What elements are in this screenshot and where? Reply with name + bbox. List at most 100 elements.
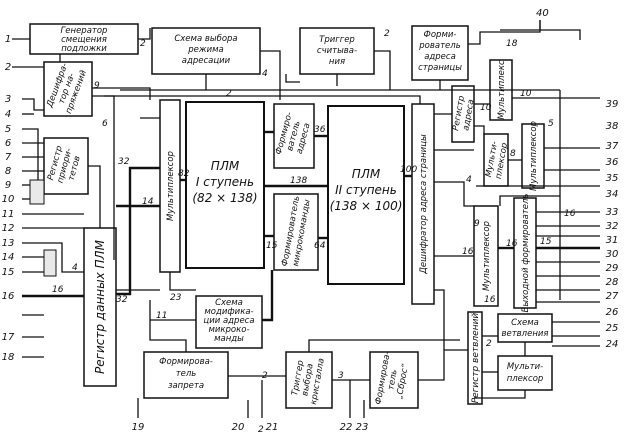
pin-label: 7 <box>5 152 12 163</box>
pin-label: 37 <box>606 141 619 152</box>
block-page-decoder: Дешифратор адреса страницы <box>411 103 435 305</box>
bus-label: 8 <box>510 149 516 159</box>
block-modification-line-2: модифика- <box>204 307 253 317</box>
block-branch-line-2: ветвления <box>501 329 548 339</box>
pin-label: 35 <box>606 173 619 184</box>
pin-label: 17 <box>2 332 15 343</box>
block-read-trigger: Триггер считыва- ния <box>299 27 375 75</box>
block-multiplexer-right-label: Мультиплексор <box>529 121 539 191</box>
pin-label: 24 <box>606 339 619 350</box>
bus-label: 16 <box>564 209 576 219</box>
pin-label: 30 <box>606 249 619 260</box>
block-priority-register: Регистр приори- тетов <box>43 137 89 195</box>
block-page-address-line-1: Форми- <box>424 30 457 40</box>
pin-label: 25 <box>606 323 619 334</box>
block-addressing-mode-line-2: режима <box>187 45 223 55</box>
bus-label: 4 <box>72 263 78 273</box>
connections <box>12 20 600 418</box>
bus-label: 32 <box>116 295 128 305</box>
bus-label: 4 <box>466 175 472 185</box>
block-multiplexer-2-label: Мультиплексор <box>482 221 492 291</box>
block-chip-select-trigger: Триггер выбора кристалла <box>285 351 333 409</box>
pin-label: 5 <box>5 124 11 135</box>
block-read-trigger-line-1: Триггер <box>319 35 355 45</box>
pin-label: 31 <box>606 235 619 246</box>
input-markers <box>29 179 57 277</box>
bus-label: 2 <box>258 425 264 435</box>
bus-labels: 16 32 32 14 82 138 100 36 64 15 23 11 9 … <box>52 29 576 435</box>
bus-label: 32 <box>118 157 130 167</box>
pin-label: 16 <box>2 291 15 302</box>
pin-label: 38 <box>606 121 619 132</box>
pin-label: 3 <box>5 94 11 105</box>
bus-label: 16 <box>484 295 496 305</box>
bus-label: 11 <box>156 311 167 321</box>
block-microcommand-former: Формирователь микрокоманды <box>273 193 319 271</box>
block-branch-line-1: Схема <box>511 318 539 328</box>
bus-label: 9 <box>474 219 480 229</box>
block-plm-stage-1: ПЛМ I ступень (82 × 138) <box>185 101 265 269</box>
pin-label: 22 <box>340 422 353 433</box>
pin-top: 40 <box>536 8 549 19</box>
block-page-address-former: Форми- рователь адреса страницы <box>411 25 469 81</box>
bus-label: 4 <box>262 69 268 79</box>
pin-label: 6 <box>5 138 11 149</box>
block-reset-former: Формирова- тель „Сброс“ <box>369 351 419 409</box>
block-address-register: Регистр адреса <box>451 85 477 143</box>
block-modification-line-5: манды <box>214 334 244 344</box>
block-plm-1-line-1: ПЛМ <box>211 159 240 173</box>
block-multiplexer-right: Мультиплексор <box>521 121 545 191</box>
block-modification-line-4: микроко- <box>208 325 249 335</box>
block-plm-2-line-3: (138 × 100) <box>330 199 403 213</box>
bus-label: 138 <box>290 176 307 186</box>
bus-label: 10 <box>520 89 532 99</box>
block-read-trigger-line-3: ния <box>329 57 345 67</box>
block-inhibit-line-1: Формирова- <box>159 357 213 367</box>
pin-label: 18 <box>2 352 15 363</box>
pin-label: 36 <box>606 157 619 168</box>
bus-label: 16 <box>506 239 518 249</box>
pin-label: 26 <box>606 307 619 318</box>
pin-label: 21 <box>266 422 279 433</box>
pin-label: 29 <box>606 263 619 274</box>
pin-label: 27 <box>606 291 619 302</box>
block-addressing-mode-line-3: адресации <box>182 56 231 66</box>
block-inhibit-line-2: тель <box>176 369 197 379</box>
pin-label: 1 <box>5 34 11 45</box>
bus-label: 5 <box>548 119 554 129</box>
block-read-trigger-line-2: считыва- <box>317 46 357 56</box>
block-voltage-decoder: Дешифра- тор на- пряжений <box>43 61 93 117</box>
block-plm-stage-2: ПЛМ II ступень (138 × 100) <box>327 105 405 285</box>
block-page-address-line-2: рователь <box>418 41 460 51</box>
bus-label: 64 <box>314 241 326 251</box>
pin-label: 12 <box>2 223 15 234</box>
block-reset-line-2: тель <box>386 369 399 391</box>
block-page-address-line-3: адреса <box>424 52 456 62</box>
block-address-former: Формиро- ватель адреса <box>273 103 315 169</box>
bus-label: 14 <box>142 197 154 207</box>
block-branch-register-label: Регистр ветвлений <box>471 313 481 404</box>
bus-label: 15 <box>266 241 278 251</box>
pin-label: 15 <box>2 267 15 278</box>
bus-label: 2 <box>384 29 390 39</box>
bus-label: 36 <box>314 125 326 135</box>
bus-label: 16 <box>462 247 474 257</box>
bus-label: 9 <box>94 81 100 91</box>
block-multiplexer-small: Мульти- плексор <box>483 133 510 187</box>
block-generator-line-2: смещения <box>61 35 107 45</box>
block-page-address-line-4: страницы <box>418 63 462 73</box>
pin-label: 28 <box>606 277 619 288</box>
block-multiplexer-3-line-2: плексор <box>507 374 544 384</box>
bus-label: 82 <box>178 169 190 179</box>
pin-label: 19 <box>132 422 145 433</box>
bus-label: 16 <box>52 285 64 295</box>
block-plm-1-line-3: (82 × 138) <box>192 191 257 205</box>
block-plm-2-line-2: II ступень <box>335 183 397 197</box>
block-multiplexer-1-label: Мультиплексор <box>166 151 176 221</box>
block-output-former: Выходной формирователь <box>513 194 537 312</box>
block-generator-line-1: Генератор <box>61 26 108 36</box>
bus-label: 10 <box>480 103 492 113</box>
